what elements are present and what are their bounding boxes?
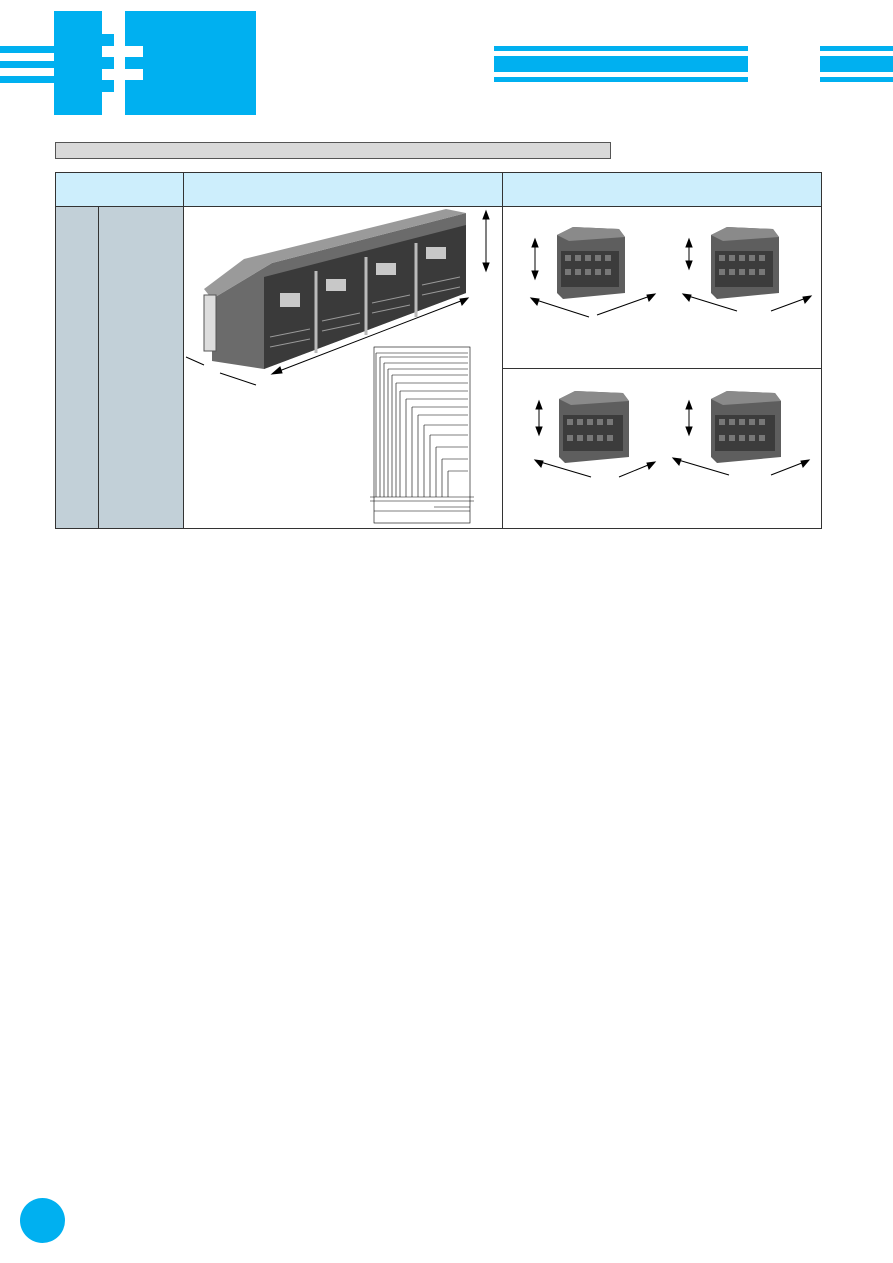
logo-tab [100,57,114,69]
variant-cell-top [502,206,822,369]
header-stripe [494,77,748,82]
connector-variant-photo [681,227,813,312]
header-stripe-right [820,56,893,72]
dimension-drawing [370,346,474,524]
page-number-dot [20,1198,65,1243]
logo-tab [100,34,114,46]
main-connector-photo [185,209,490,524]
double-arrow-icon [185,209,490,386]
logo-notch [125,69,143,80]
logo-block-right [125,11,256,115]
row-name-cell [98,206,184,529]
logo-stripe-left [0,46,56,53]
row-code-cell [55,206,99,529]
product-table [55,172,822,529]
connector-variant-photos-bottom [533,391,811,478]
connector-variant-photos-top [529,227,813,318]
variant-cell-bottom [502,368,822,529]
header-stripe-right [820,77,893,82]
connector-variant-photo [671,391,811,476]
logo-tab [100,80,114,92]
connector-variant-photo [529,227,657,318]
logo-stripe-left [0,61,56,68]
column-header [55,172,184,207]
header-stripe [494,46,748,51]
section-title-bar [55,142,611,159]
logo-block-left [54,11,102,115]
header-stripe-right [820,46,893,51]
column-header [183,172,503,207]
header-stripe [494,56,748,72]
logo-stripe-left [0,76,56,83]
column-header [502,172,822,207]
main-connector-cell [183,206,503,529]
connector-variant-photo [533,391,657,478]
logo-notch [125,46,143,57]
